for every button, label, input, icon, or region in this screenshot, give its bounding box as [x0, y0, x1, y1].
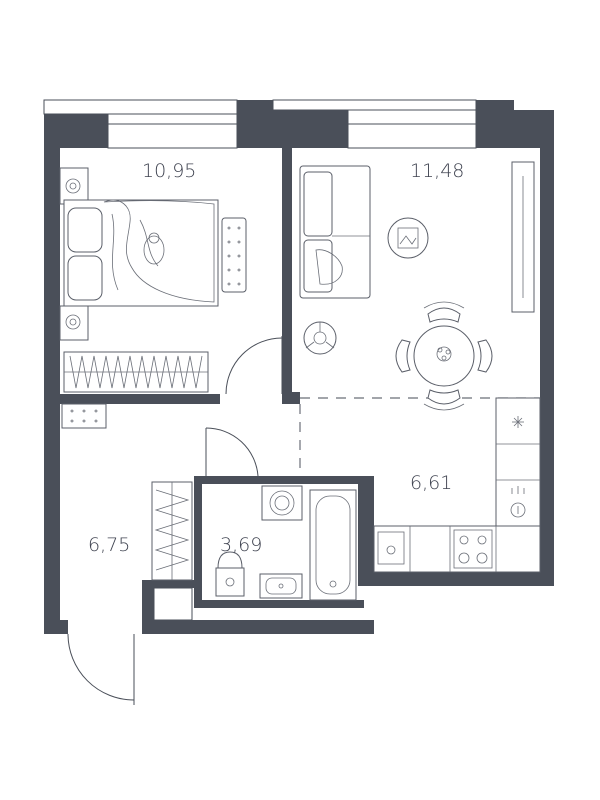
- hangers-icon: [154, 489, 190, 571]
- utility-closet: [153, 587, 193, 621]
- chair-right: [477, 339, 493, 373]
- window-bedroom-frame: [43, 99, 238, 115]
- wall-bottom-left: [44, 620, 68, 634]
- kitchen-furniture: [373, 397, 541, 573]
- wall-right: [540, 110, 554, 586]
- chair-top: [427, 307, 461, 323]
- wall-bottom: [142, 620, 374, 634]
- stove-icon: [453, 529, 493, 569]
- entrance-door-swing: [67, 633, 135, 701]
- area-labels: 10,95 11,48 6,61 6,75 3,69: [88, 160, 464, 556]
- wall-bath-left: [194, 476, 202, 606]
- wall-bath-top: [194, 476, 358, 484]
- fridge-icon: [512, 416, 524, 428]
- shoe-rack: [61, 403, 107, 429]
- chair-left: [395, 339, 411, 373]
- wall-corner: [282, 392, 300, 404]
- wall-closet-bottom: [142, 580, 194, 588]
- nightstand-top: [59, 167, 89, 205]
- washbasin-icon: [265, 577, 297, 595]
- wall-bedroom-living: [282, 148, 292, 394]
- drain-icon: [329, 580, 337, 588]
- wall-top-living: [273, 110, 348, 148]
- toilet-icon: [217, 551, 243, 569]
- wall-closet-left: [142, 588, 154, 634]
- cat-icon: [143, 235, 165, 265]
- boiler-icon: [510, 502, 526, 518]
- area-label-living-room: 11,48: [410, 160, 464, 182]
- wall-bottom-right: [364, 572, 554, 586]
- wall-bath-bottom: [194, 600, 364, 608]
- walls: [43, 99, 554, 634]
- bathroom-furniture: [215, 485, 357, 601]
- washing-machine: [261, 485, 303, 521]
- blanket-icon: [103, 199, 215, 303]
- lamp-icon: [65, 178, 81, 194]
- window-living: [347, 109, 477, 149]
- toilet-tank: [215, 567, 245, 597]
- bedroom-door-swing: [225, 337, 283, 395]
- living-furniture: [299, 161, 535, 411]
- window-living-frame: [272, 99, 477, 111]
- lamp-icon: [65, 314, 81, 330]
- bench: [221, 217, 247, 293]
- area-label-hallway: 6,75: [88, 534, 130, 556]
- bathroom-door-swing: [205, 427, 259, 477]
- wall-top-middle: [237, 100, 273, 148]
- window-bedroom: [107, 113, 238, 149]
- washing-machine-icon: [269, 490, 295, 516]
- hangers-icon: [69, 355, 203, 389]
- hallway-furniture: [61, 403, 193, 621]
- cushion-icon: [315, 249, 343, 285]
- wall-bedroom-hall: [60, 394, 220, 404]
- area-label-bedroom: 10,95: [142, 160, 196, 182]
- kitchen-counter: [373, 525, 541, 573]
- wall-left: [44, 114, 60, 634]
- pillow-icon: [67, 255, 103, 301]
- area-label-kitchen: 6,61: [410, 472, 452, 494]
- nightstand-bottom: [59, 305, 89, 341]
- wall-kitchen-bath: [358, 476, 374, 586]
- pillow-icon: [67, 207, 103, 253]
- bedroom-furniture: [59, 167, 247, 393]
- picture-icon: [397, 227, 419, 249]
- area-label-bathroom: 3,69: [220, 534, 262, 556]
- doors: [67, 336, 283, 705]
- flower-vase-icon: [436, 346, 452, 362]
- bathtub: [309, 489, 357, 601]
- chair-bottom: [427, 389, 461, 405]
- kitchen-sink-icon: [377, 531, 405, 565]
